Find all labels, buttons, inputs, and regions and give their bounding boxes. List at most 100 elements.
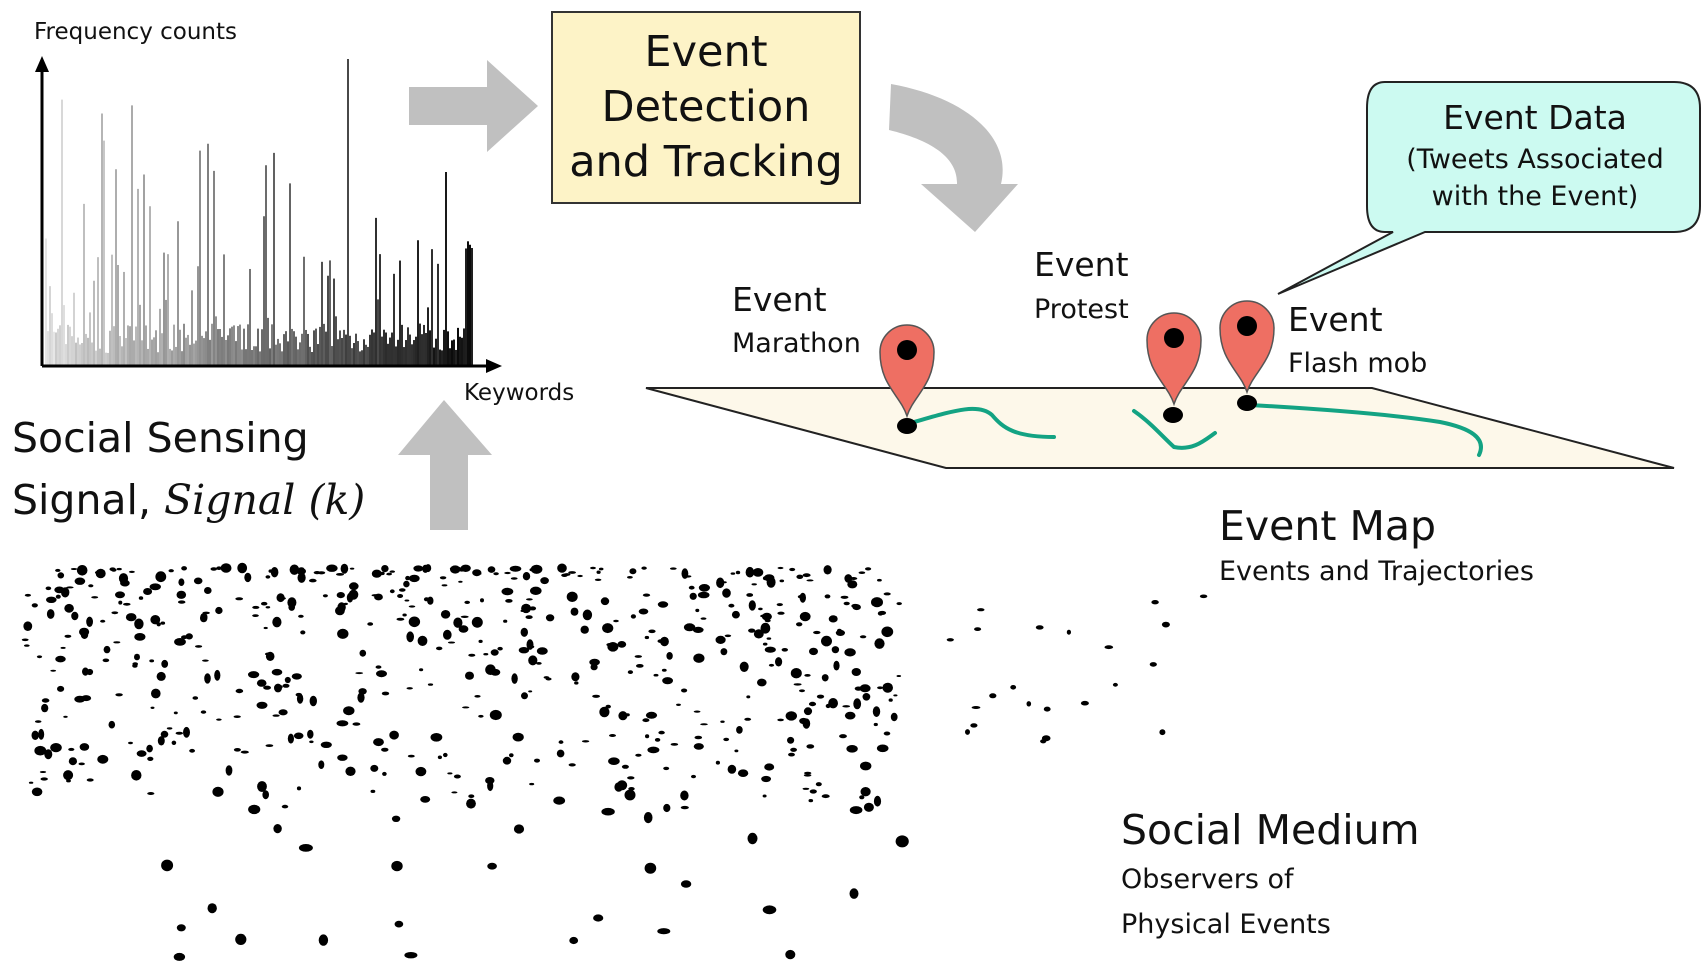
crowd-dot: [522, 572, 531, 581]
crowd-dot: [225, 765, 233, 776]
crowd-dot: [821, 794, 830, 799]
crowd-dot: [147, 792, 155, 795]
crowd-dot: [404, 952, 418, 959]
crowd-dot: [599, 706, 610, 718]
crowd-dot: [309, 578, 317, 583]
crowd-dot: [893, 694, 898, 697]
crowd-dot: [202, 659, 209, 662]
crowd-dot: [540, 577, 549, 585]
crowd-dot: [256, 679, 267, 687]
crowd-dot: [627, 670, 634, 674]
crowd-dot: [237, 562, 248, 574]
crowd-dot: [68, 757, 77, 766]
crowd-dot: [693, 653, 705, 663]
crowd-dot: [816, 694, 825, 699]
crowd-dot: [309, 740, 314, 744]
crowd-dot: [64, 634, 72, 638]
crowd-dot: [437, 755, 442, 760]
crowd-dot: [760, 622, 771, 634]
crowd-dot: [349, 582, 359, 591]
crowd-dot: [627, 576, 633, 579]
crowd-dot: [487, 566, 496, 573]
crowd-dot: [715, 635, 726, 645]
crowd-dot: [1104, 645, 1114, 650]
crowd-dot: [441, 584, 448, 587]
crowd-dot: [370, 764, 379, 772]
crowd-dot: [298, 844, 313, 852]
crowd-dot: [877, 578, 882, 582]
crowd-dot: [417, 635, 428, 647]
crowd-dot: [235, 688, 244, 694]
crowd-dot: [809, 647, 818, 656]
crowd-dot: [872, 706, 881, 717]
crowd-dot: [688, 585, 695, 590]
crowd-dot: [70, 568, 78, 570]
crowd-dot: [156, 671, 166, 681]
crowd-dot: [478, 714, 484, 718]
crowd-dot: [143, 588, 153, 595]
crowd-dot: [590, 566, 596, 570]
crowd-dot: [513, 824, 525, 834]
crowd-dot: [293, 732, 304, 740]
crowd-dot: [68, 747, 75, 751]
crowd-dot: [300, 630, 306, 635]
crowd-dot: [66, 586, 74, 589]
crowd-dot: [296, 567, 306, 575]
crowd-dot: [594, 578, 602, 581]
crowd-dot: [382, 771, 387, 776]
crowd-dot: [785, 711, 797, 721]
map-pin-flash-mob: [1219, 300, 1275, 395]
crowd-dot: [744, 717, 752, 721]
crowd-dot: [307, 729, 314, 739]
crowd-dot: [466, 798, 476, 809]
crowd-dot: [35, 720, 42, 723]
crowd-dot: [485, 777, 495, 784]
crowd-dot: [613, 619, 619, 623]
crowd-dot: [890, 712, 898, 722]
crowd-dot: [608, 757, 620, 765]
crowd-dot: [399, 588, 406, 592]
crowd-dot: [644, 635, 650, 640]
crowd-dot: [458, 625, 469, 633]
crowd-dot: [391, 815, 401, 822]
crowd-dot: [427, 683, 434, 686]
crowd-dot: [248, 804, 261, 815]
crowd-dot: [216, 718, 222, 721]
crowd-dot: [509, 753, 514, 758]
crowd-dot: [663, 803, 671, 813]
crowd-dot: [757, 678, 767, 687]
crowd-dot: [574, 681, 579, 685]
crowd-dot: [768, 663, 775, 667]
crowd-dot: [528, 690, 533, 693]
crowd-dot: [23, 621, 33, 631]
crowd-dot: [336, 720, 349, 727]
crowd-dot: [844, 648, 856, 657]
crowd-dot: [244, 572, 252, 583]
signal-prefix: Signal,: [12, 476, 165, 524]
crowd-dot: [31, 787, 43, 797]
crowd-dot: [256, 701, 268, 709]
crowd-dot: [57, 685, 65, 692]
crowd-dot: [804, 771, 812, 775]
crowd-dot: [883, 731, 891, 736]
crowd-dot: [788, 752, 795, 757]
crowd-dot: [233, 748, 241, 752]
crowd-dot: [790, 747, 797, 752]
trajectory-protest: [1132, 409, 1217, 450]
crowd-dot: [408, 616, 421, 628]
crowd-dot: [813, 630, 821, 635]
crowd-dot: [835, 629, 846, 637]
crowd-dot: [123, 602, 131, 606]
crowd-dot: [764, 763, 775, 771]
crowd-dot: [796, 574, 804, 579]
crowd-dot: [63, 770, 74, 781]
crowd-dot: [748, 628, 756, 633]
crowd-dot: [799, 592, 806, 603]
crowd-dot: [1149, 662, 1157, 667]
crowd-dot: [728, 603, 735, 608]
crowd-dot: [261, 601, 268, 606]
crowd-dot: [700, 723, 708, 726]
crowd-dot: [204, 673, 211, 684]
crowd-dot: [289, 564, 300, 575]
